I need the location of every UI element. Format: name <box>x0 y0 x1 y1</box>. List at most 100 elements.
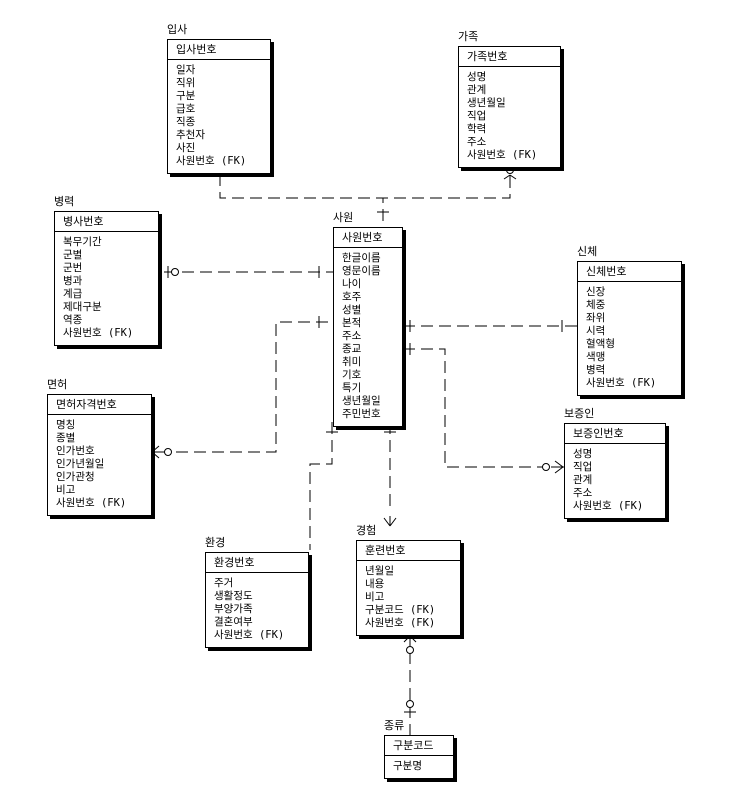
entity-attribute: 주민번호 <box>342 408 381 420</box>
entity-attribute: 사원번호 (FK) <box>56 497 127 509</box>
entity-attribute: 사원번호 (FK) <box>365 617 436 629</box>
entity-attribute-list: 구분명 <box>385 756 453 778</box>
entity-attribute: 주거 <box>214 577 234 589</box>
entity-attribute: 결혼여부 <box>214 616 253 628</box>
entity-attribute: 구분명 <box>393 760 422 772</box>
entity-attribute: 특기 <box>342 382 362 394</box>
entity-attribute: 군별 <box>63 249 83 261</box>
entity-attribute: 인가년월일 <box>56 458 105 470</box>
entity-title: 면허 <box>47 378 68 391</box>
entity-attribute: 계급 <box>63 288 83 300</box>
entity-attribute: 추천자 <box>176 129 205 141</box>
entity-title: 보증인 <box>564 407 595 420</box>
entity-attribute: 학력 <box>467 123 487 135</box>
entity-attribute: 관계 <box>573 474 593 486</box>
entity-attribute: 제대구분 <box>63 301 102 313</box>
entity-attribute: 주소 <box>467 136 487 148</box>
entity-attribute: 성명 <box>467 71 487 83</box>
entity-primary-key: 신체번호 <box>578 262 681 282</box>
entity-attribute: 비고 <box>56 484 76 496</box>
entity-attribute: 부양가족 <box>214 603 253 615</box>
entity-attribute: 직업 <box>467 110 487 122</box>
entity-primary-key: 가족번호 <box>459 47 560 67</box>
entity-attribute: 직위 <box>176 77 196 89</box>
entity-attribute: 구분 <box>176 90 196 102</box>
entity-attribute: 본적 <box>342 317 362 329</box>
entity-attribute: 사진 <box>176 142 196 154</box>
entity-attribute: 구분코드 (FK) <box>365 604 436 616</box>
entity-primary-key: 입사번호 <box>168 40 270 60</box>
entity-primary-key: 면허자격번호 <box>48 395 151 415</box>
entity-attribute: 성별 <box>342 304 362 316</box>
entity-attribute: 사원번호 (FK) <box>176 155 247 167</box>
entity-attribute: 사원번호 (FK) <box>586 377 657 389</box>
entity-attribute: 호주 <box>342 291 362 303</box>
entity-title: 병력 <box>54 195 75 208</box>
entity-primary-key: 보증인번호 <box>565 424 665 444</box>
entity-attribute: 주소 <box>573 487 593 499</box>
entity-attribute: 직업 <box>573 461 593 473</box>
entity-attribute: 직종 <box>176 116 196 128</box>
entity-attribute: 병과 <box>63 275 83 287</box>
entity-attribute: 명칭 <box>56 419 76 431</box>
entity-attribute: 비고 <box>365 591 385 603</box>
entity-title: 경험 <box>356 524 377 537</box>
entity-attribute: 일자 <box>176 64 196 76</box>
entity-attribute: 관계 <box>467 84 487 96</box>
entity-attribute: 급호 <box>176 103 196 115</box>
entity-attribute: 사원번호 (FK) <box>214 629 285 641</box>
entity-attribute: 체중 <box>586 299 606 311</box>
entity-primary-key: 사원번호 <box>334 228 402 248</box>
entity-attribute: 신장 <box>586 286 606 298</box>
entity-attribute: 기호 <box>342 369 362 381</box>
entity-primary-key: 훈련번호 <box>357 541 460 561</box>
entity-attribute: 나이 <box>342 278 362 290</box>
entity-title: 사원 <box>333 211 354 224</box>
entity-attribute: 역종 <box>63 314 83 326</box>
entity-attribute: 주소 <box>342 330 362 342</box>
entity-attribute: 생활정도 <box>214 590 253 602</box>
entity-primary-key: 환경번호 <box>206 553 308 573</box>
entity-attribute: 사원번호 (FK) <box>467 149 538 161</box>
entity-primary-key: 구분코드 <box>385 736 453 756</box>
entity-attribute: 사원번호 (FK) <box>63 327 134 339</box>
entity-attribute: 내용 <box>365 578 385 590</box>
entity-attribute: 혈액형 <box>586 338 615 350</box>
entity-title: 신체 <box>577 245 598 258</box>
entity-title: 환경 <box>205 536 226 549</box>
entity-attribute: 한글이름 <box>342 252 381 264</box>
entity-attribute: 종교 <box>342 343 362 355</box>
entity-attribute: 시력 <box>586 325 606 337</box>
entity-title: 가족 <box>458 30 479 43</box>
entity-attribute: 색맹 <box>586 351 606 363</box>
entity-attribute: 사원번호 (FK) <box>573 500 644 512</box>
entity-attribute: 병력 <box>586 364 606 376</box>
entity-attribute: 인가관청 <box>56 471 95 483</box>
entity-attribute: 복무기간 <box>63 236 102 248</box>
